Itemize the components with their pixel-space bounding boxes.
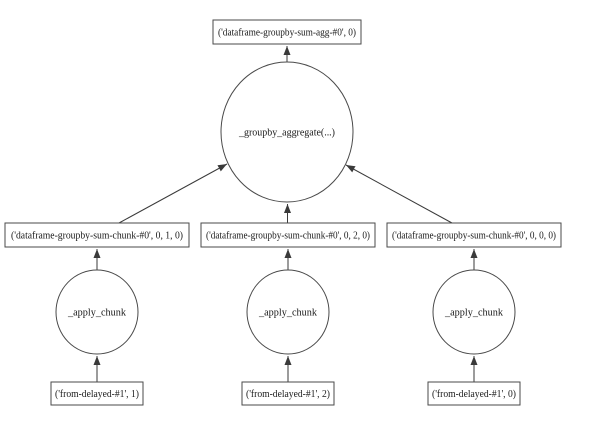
- node-chunk-right: ('dataframe-groupby-sum-chunk-#0', 0, 0,…: [386, 222, 562, 248]
- delayed-mid-label: ('from-delayed-#1', 2): [246, 389, 330, 400]
- delayed-right-box: [427, 381, 521, 406]
- apply-right-ellipse: [432, 269, 516, 355]
- chunk-mid-box: [200, 222, 376, 248]
- apply-right-label: _apply_chunk: [444, 308, 503, 319]
- groupby-aggregate-label: _groupby_aggregate(...): [238, 128, 335, 139]
- node-delayed-mid: ('from-delayed-#1', 2): [241, 381, 335, 406]
- chunk-right-box: [386, 222, 562, 248]
- agg-output-label: ('dataframe-groupby-sum-agg-#0', 0): [218, 28, 356, 39]
- apply-left-ellipse: [55, 269, 139, 355]
- node-delayed-left: ('from-delayed-#1', 1): [50, 381, 144, 406]
- node-delayed-right: ('from-delayed-#1', 0): [427, 381, 521, 406]
- chunk-right-label: ('dataframe-groupby-sum-chunk-#0', 0, 0,…: [392, 231, 556, 242]
- apply-left-label: _apply_chunk: [67, 308, 126, 319]
- chunk-mid-label: ('dataframe-groupby-sum-chunk-#0', 0, 2,…: [206, 231, 370, 242]
- edge-chunk-left-to-aggregate: [118, 163, 228, 224]
- node-groupby-aggregate: _groupby_aggregate(...): [220, 61, 354, 203]
- delayed-left-label: ('from-delayed-#1', 1): [55, 389, 139, 400]
- node-apply-right: _apply_chunk: [432, 269, 516, 355]
- groupby-aggregate-ellipse: [220, 61, 354, 203]
- agg-output-box: [212, 19, 362, 45]
- edges: [93, 46, 478, 382]
- chunk-left-label: ('dataframe-groupby-sum-chunk-#0', 0, 1,…: [11, 231, 183, 242]
- node-chunk-mid: ('dataframe-groupby-sum-chunk-#0', 0, 2,…: [200, 222, 376, 248]
- apply-mid-ellipse: [246, 269, 330, 355]
- edge-chunk-right-to-aggregate: [345, 164, 453, 224]
- node-chunk-left: ('dataframe-groupby-sum-chunk-#0', 0, 1,…: [4, 222, 190, 248]
- apply-mid-label: _apply_chunk: [258, 308, 317, 319]
- node-apply-left: _apply_chunk: [55, 269, 139, 355]
- node-apply-mid: _apply_chunk: [246, 269, 330, 355]
- delayed-left-box: [50, 381, 144, 406]
- node-agg-output: ('dataframe-groupby-sum-agg-#0', 0): [212, 19, 362, 45]
- delayed-mid-box: [241, 381, 335, 406]
- delayed-right-label: ('from-delayed-#1', 0): [432, 389, 516, 400]
- chunk-left-box: [4, 222, 190, 248]
